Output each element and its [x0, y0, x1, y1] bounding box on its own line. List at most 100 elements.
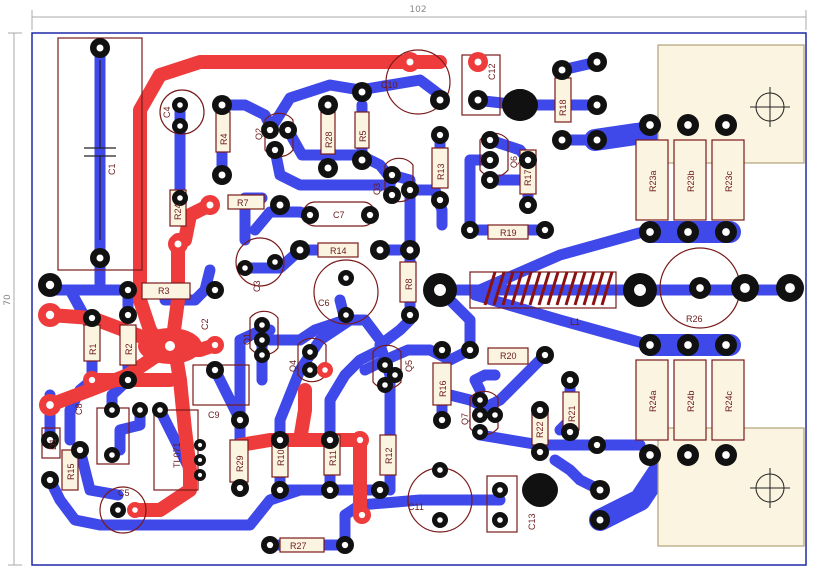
- pad-hole: [197, 442, 203, 448]
- label-r28: R28: [324, 131, 334, 148]
- pad-hole: [596, 486, 604, 494]
- pad-hole: [177, 195, 183, 201]
- pad-hole: [306, 211, 314, 219]
- pad-hole: [358, 88, 366, 96]
- pad-hole: [76, 446, 84, 454]
- pad-hole: [558, 136, 566, 144]
- pad-hole: [236, 416, 244, 424]
- electrolytic-caps: [99, 49, 473, 534]
- pad-hole: [343, 275, 349, 281]
- pad-hole: [45, 280, 55, 290]
- label-r17: R17: [523, 169, 533, 186]
- pad-hole: [388, 191, 396, 199]
- pad-hole: [266, 541, 274, 549]
- pad-hole: [536, 406, 544, 414]
- pad-hole: [684, 451, 692, 459]
- pad-hole: [477, 397, 483, 403]
- label-c12: C12: [487, 63, 497, 80]
- label-c4: C4: [162, 106, 172, 118]
- pad-hole: [436, 131, 444, 139]
- pad-hole: [477, 429, 483, 435]
- pad-hole: [124, 311, 132, 319]
- pad-hole: [326, 436, 334, 444]
- l1-coil: [483, 271, 614, 306]
- label-c10: C10: [381, 80, 398, 90]
- label-r13: R13: [436, 163, 446, 180]
- pad-hole: [696, 284, 704, 292]
- label-r8: R8: [404, 278, 414, 290]
- pad-hole: [177, 123, 183, 129]
- pad-hole: [284, 126, 292, 134]
- pad-hole: [211, 286, 219, 294]
- pad-hole: [46, 436, 54, 444]
- label-r4: R4: [219, 133, 229, 145]
- pad-hole: [438, 416, 446, 424]
- label-r18: R18: [558, 99, 568, 116]
- label-c7: C7: [333, 210, 345, 220]
- label-q5: Q5: [404, 360, 414, 372]
- pad-hole: [392, 372, 398, 378]
- label-r24b: R24b: [686, 390, 696, 412]
- pad-hole: [259, 322, 265, 328]
- pad-hole: [566, 376, 574, 384]
- pad-hole: [206, 201, 214, 209]
- pad-hole: [722, 121, 730, 129]
- label-r29: R29: [235, 455, 245, 472]
- pad-hole: [88, 314, 96, 322]
- pad-hole: [785, 283, 795, 293]
- label-r23b: R23b: [686, 170, 696, 192]
- pad-hole: [438, 346, 446, 354]
- pad-hole: [497, 487, 503, 493]
- pad-hole: [722, 228, 730, 236]
- label-r23c: R23c: [724, 170, 734, 192]
- pad-hole: [524, 156, 532, 164]
- pad-hole: [477, 412, 483, 418]
- label-tl071: TL071: [172, 442, 182, 468]
- label-l1: L1: [570, 317, 580, 327]
- pad-hole: [132, 507, 138, 513]
- label-c11: C11: [408, 502, 424, 512]
- center-pad-hole: [165, 341, 175, 351]
- connector-crosshairs: [750, 87, 790, 508]
- label-r5: R5: [358, 130, 368, 142]
- label-q1: Q1: [242, 333, 252, 345]
- label-r3: R3: [158, 286, 170, 296]
- pad-hole: [322, 367, 328, 373]
- pad-hole: [137, 407, 143, 413]
- pad-hole: [558, 66, 566, 74]
- large-pad: [502, 89, 538, 121]
- pad-hole: [376, 246, 384, 254]
- pad-hole: [324, 101, 332, 109]
- height-dimension: 70: [3, 294, 13, 306]
- pad-hole: [96, 44, 104, 52]
- pad-hole: [406, 311, 414, 319]
- pad-hole: [366, 211, 374, 219]
- pad-hole: [124, 286, 132, 294]
- pad-hole: [296, 246, 304, 254]
- pad-hole: [109, 407, 115, 413]
- label-r7: R7: [237, 198, 249, 208]
- pad-hole: [46, 401, 54, 409]
- width-dimension: 102: [409, 5, 426, 15]
- label-r1: R1: [88, 343, 98, 355]
- label-r2: R2: [124, 343, 134, 355]
- pad-hole: [211, 341, 219, 349]
- pad-hole: [406, 246, 414, 254]
- label-c13: C13: [527, 513, 537, 530]
- label-c6: C6: [318, 298, 330, 308]
- pad-hole: [684, 341, 692, 349]
- pad-hole: [88, 376, 96, 384]
- pad-hole: [466, 346, 474, 354]
- pad-hole: [358, 156, 366, 164]
- pad-hole: [437, 467, 443, 473]
- pad-hole: [486, 176, 494, 184]
- pad-hole: [634, 284, 646, 296]
- pad-hole: [356, 436, 364, 444]
- pad-hole: [376, 486, 384, 494]
- pad-hole: [541, 351, 549, 359]
- pad-hole: [115, 507, 121, 513]
- label-q2: Q2: [254, 128, 264, 140]
- label-r21: R21: [567, 405, 577, 422]
- pad-hole: [492, 412, 498, 418]
